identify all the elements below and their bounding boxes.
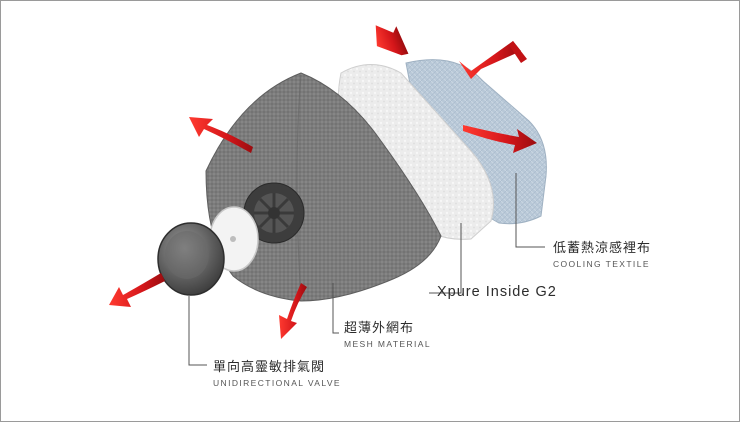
valve-en: UNIDIRECTIONAL VALVE <box>213 378 341 388</box>
airflow-arrow-icon <box>509 41 527 63</box>
airflow-arrow-icon <box>189 117 253 153</box>
airflow-arrow-icon <box>463 125 537 153</box>
airflow-arrows <box>109 25 537 339</box>
airflow-arrow-icon <box>375 25 409 56</box>
airflow-arrow-icon <box>109 273 165 307</box>
airflow-arrow-icon <box>459 41 521 79</box>
valve-label: 單向高靈敏排氣閥 UNIDIRECTIONAL VALVE <box>213 356 341 388</box>
filter-layer-label: Xpure Inside G2 <box>437 284 557 300</box>
mesh-material-en: MESH MATERIAL <box>344 339 431 349</box>
cooling-textile-zh: 低蓄熱涼感裡布 <box>553 240 652 255</box>
airflow-arrow-icon <box>279 283 307 339</box>
leader-lines <box>188 173 545 366</box>
valve-base-icon <box>243 182 305 244</box>
valve-zh: 單向高靈敏排氣閥 <box>213 359 326 374</box>
cooling-textile-label: 低蓄熱涼感裡布 COOLING TEXTILE <box>553 237 651 269</box>
valve-icon <box>157 222 225 296</box>
mesh-material-label: 超薄外網布 MESH MATERIAL <box>344 317 431 349</box>
mesh-material-zh: 超薄外網布 <box>344 320 415 335</box>
cooling-textile-en: COOLING TEXTILE <box>553 259 650 269</box>
mesh-outer-layer <box>205 72 442 302</box>
